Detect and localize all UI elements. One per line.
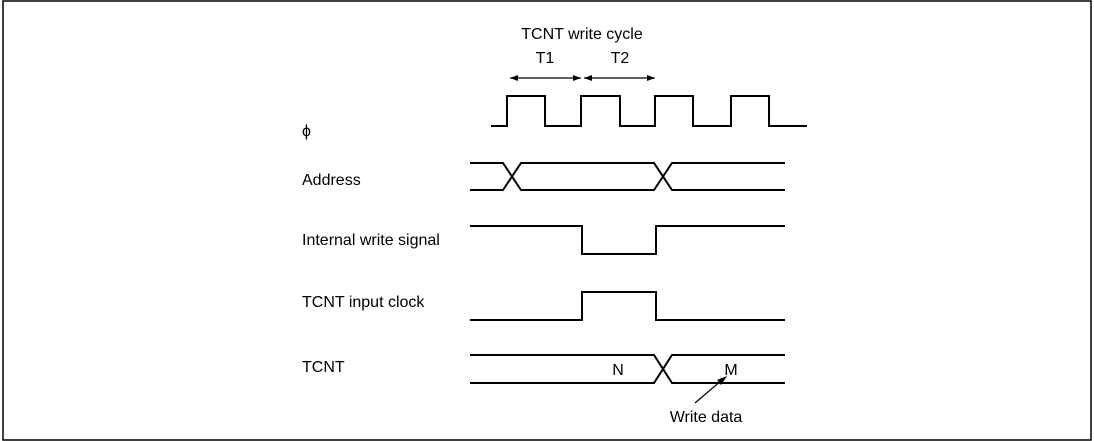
internal-write-waveform bbox=[470, 225, 785, 255]
write-cycle-label: TCNT write cycle bbox=[521, 26, 643, 43]
t1-span-arrow bbox=[510, 75, 581, 81]
t1-label: T1 bbox=[536, 50, 555, 67]
address-waveform bbox=[470, 162, 785, 191]
phi-waveform bbox=[491, 95, 807, 127]
tcnt-label: TCNT bbox=[302, 359, 345, 376]
write-data-pointer bbox=[694, 376, 727, 404]
tcnt-input-clock-waveform bbox=[470, 291, 785, 321]
tcnt-input-clock-label: TCNT input clock bbox=[302, 294, 425, 311]
tcnt-value-after: M bbox=[724, 362, 737, 379]
t2-label: T2 bbox=[611, 50, 630, 67]
tcnt-value-before: N bbox=[612, 362, 624, 379]
address-label: Address bbox=[302, 172, 361, 189]
internal-write-signal-label: Internal write signal bbox=[302, 232, 440, 249]
t2-span-arrow bbox=[584, 75, 655, 81]
write-data-label: Write data bbox=[670, 409, 743, 426]
phi-label: ϕ bbox=[302, 123, 311, 140]
tcnt-waveform bbox=[470, 354, 785, 384]
